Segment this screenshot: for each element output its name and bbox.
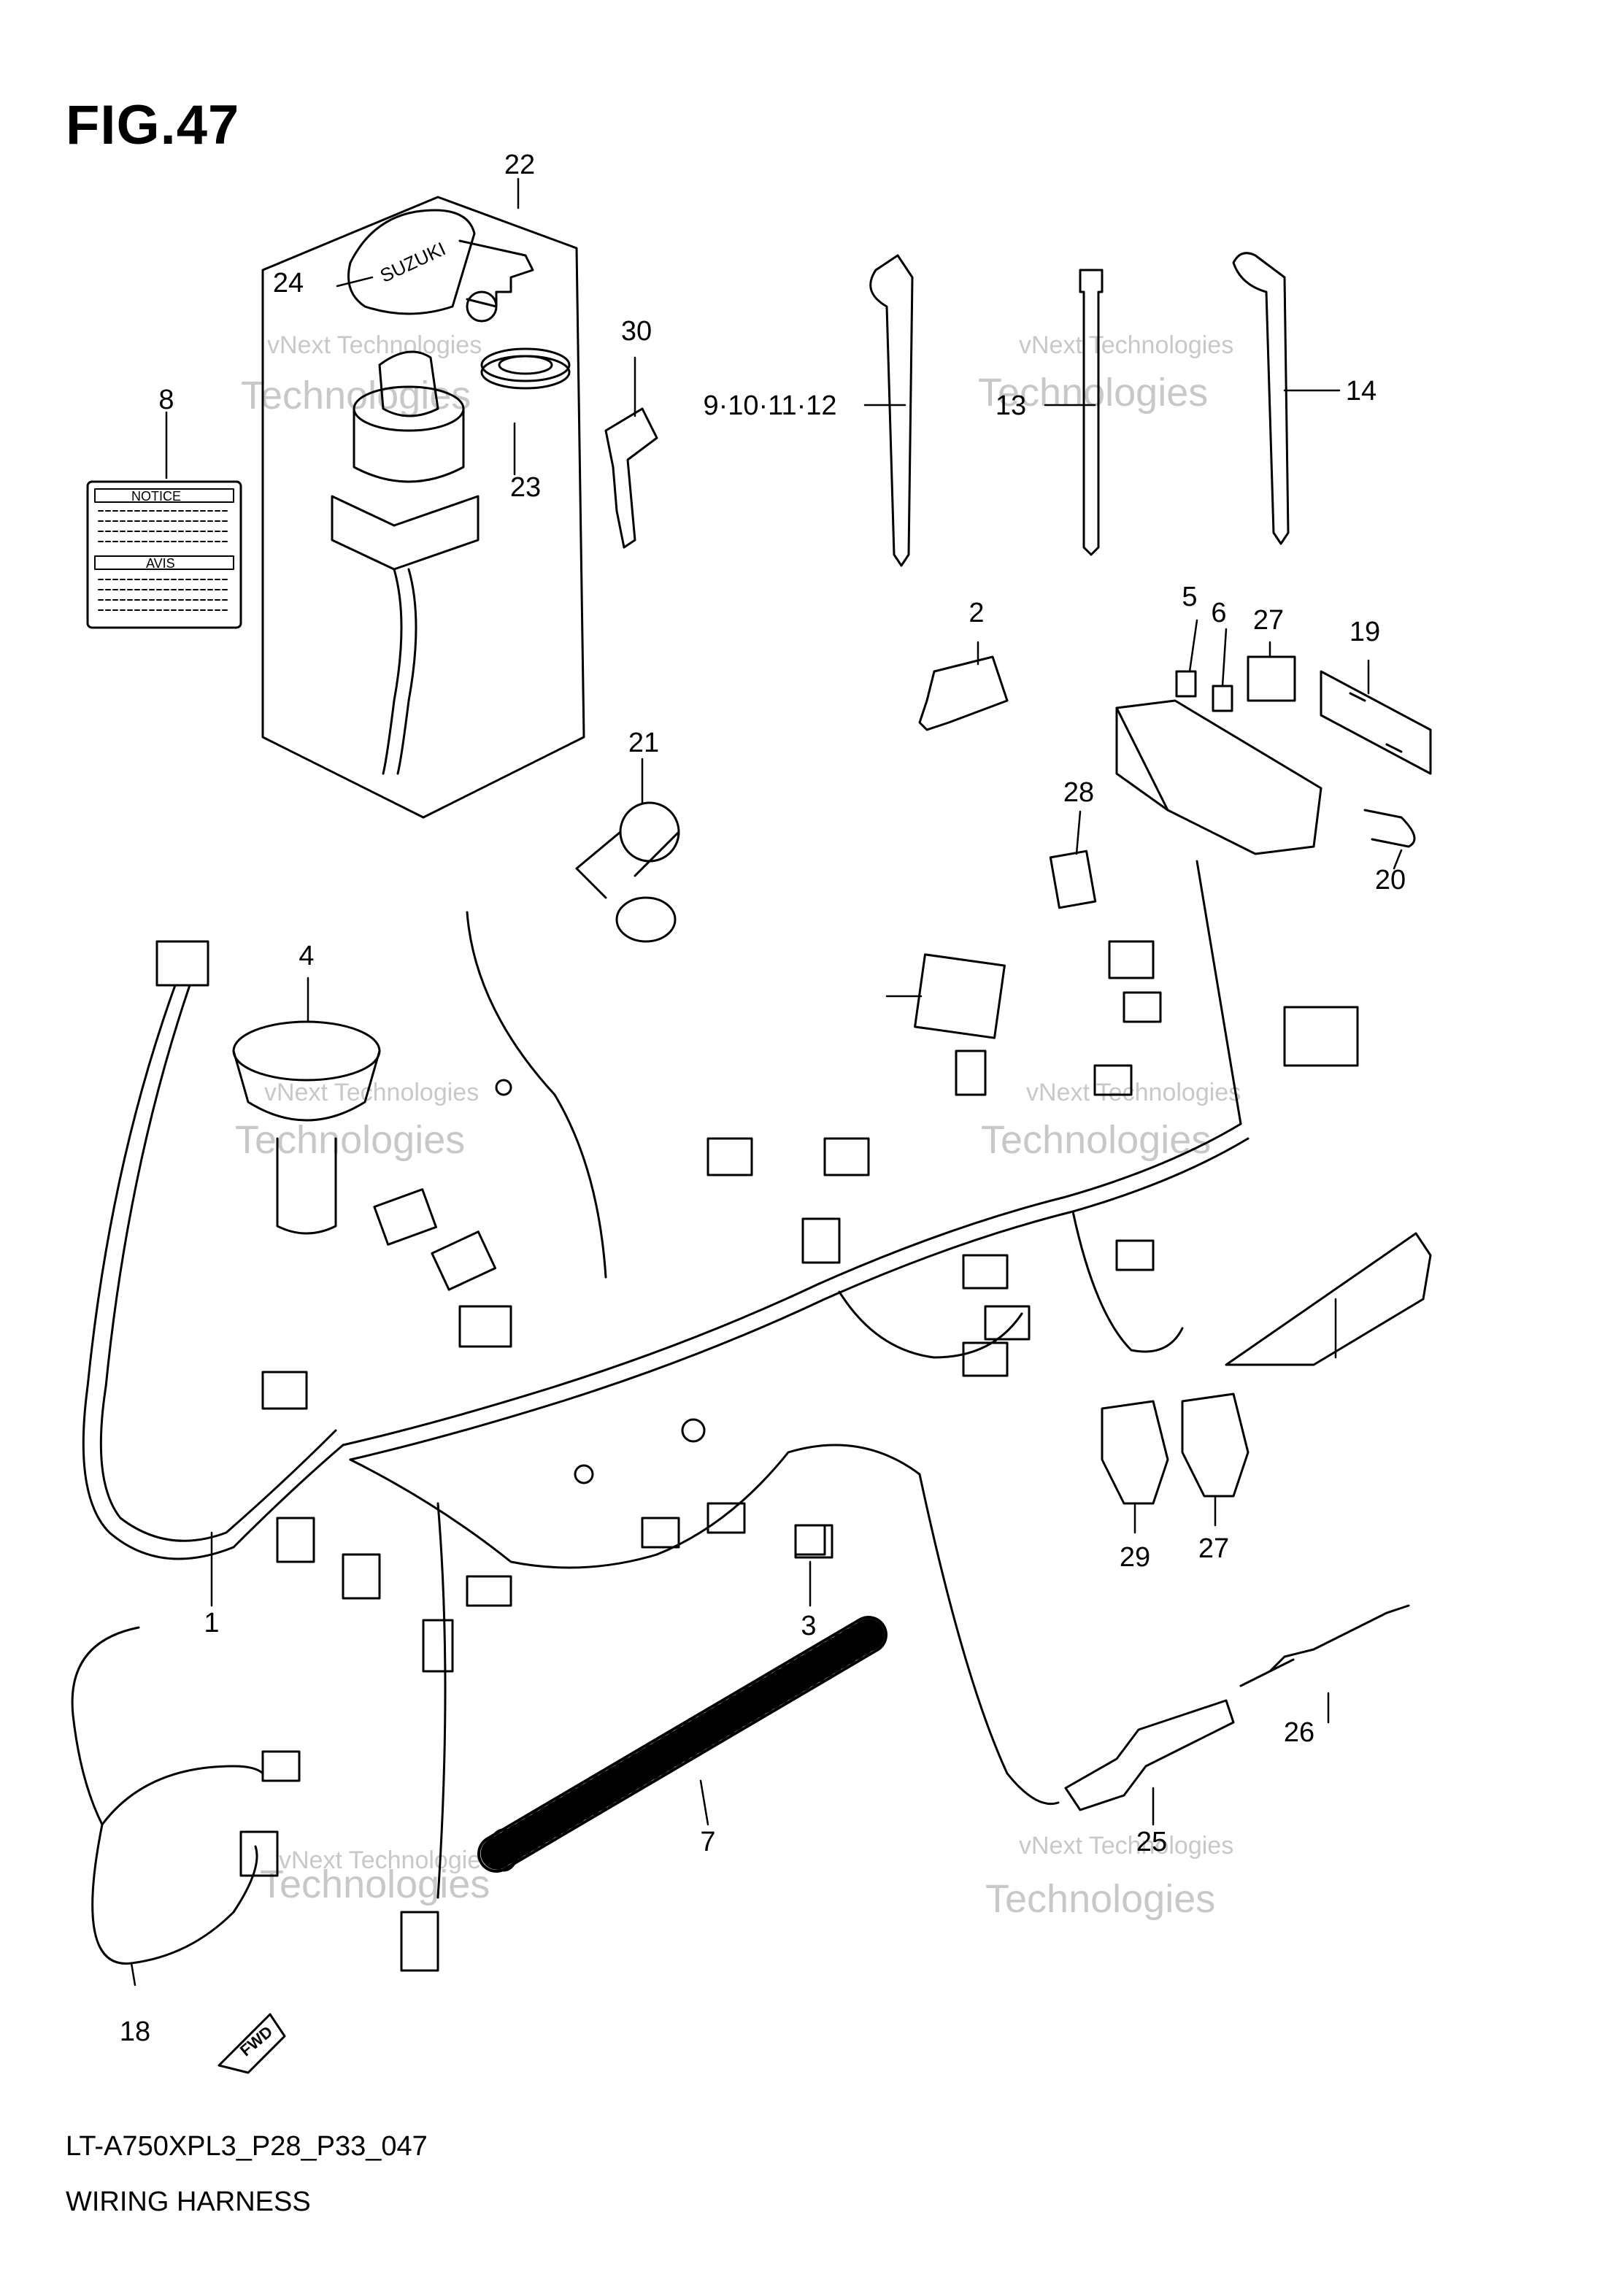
connector-boot xyxy=(918,655,1009,731)
figure-code: LT-A750XPL3_P28_P33_047 xyxy=(66,2131,428,2162)
watermark-11: Technologies xyxy=(260,1862,490,1906)
callout-23: 26 xyxy=(1284,1717,1314,1748)
connector-27 xyxy=(1181,1392,1250,1498)
fwd-arrow: FWD xyxy=(217,2013,286,2074)
callout-17: 20 xyxy=(1375,865,1406,895)
watermark-9: Technologies xyxy=(235,1118,465,1162)
corrugated-tube xyxy=(477,1616,887,1873)
switch-base xyxy=(331,495,480,571)
relay-24 xyxy=(1247,655,1296,702)
sensor-22 xyxy=(1064,1699,1235,1811)
harness-connectors xyxy=(261,940,1359,1673)
callout-21: 24 xyxy=(273,268,304,298)
switch-key-cylinder xyxy=(378,350,439,417)
callout-22: 25 xyxy=(1136,1827,1167,1857)
callout-labels: 22 24 30 8 23 9·10·11·12 13 14 2 5 6 27 … xyxy=(120,150,1406,2047)
bracket-28 xyxy=(1225,1232,1432,1366)
fuse-box-group xyxy=(1115,655,1432,855)
lock-nut xyxy=(480,355,571,390)
callout-6: 6 xyxy=(1211,598,1226,628)
watermark-6: vNext Technologies xyxy=(1019,1832,1233,1860)
bracket-16 xyxy=(1320,670,1432,775)
callout-18: 21 xyxy=(628,728,659,758)
fuse-6 xyxy=(1212,685,1233,712)
connector-26 xyxy=(1101,1400,1169,1505)
callout-26: 29 xyxy=(1120,1542,1150,1573)
figure-title: FIG.47 xyxy=(66,94,240,156)
callout-15: 18 xyxy=(120,2016,150,2047)
main-harness xyxy=(82,860,1250,1899)
watermark-1: vNext Technologies xyxy=(267,331,482,359)
key-ring xyxy=(466,290,498,323)
callout-3: 3 xyxy=(801,1611,816,1641)
ignition-switch-assembly: SUZUKI xyxy=(261,196,585,819)
callout-5: 5 xyxy=(1182,582,1197,612)
cable-tie-14 xyxy=(1232,252,1290,545)
key-brand: SUZUKI xyxy=(377,237,449,286)
watermark-3: vNext Technologies xyxy=(264,1079,479,1106)
fuse-5 xyxy=(1175,670,1197,698)
callout-30: 30 xyxy=(621,316,652,347)
watermark-8: Technologies xyxy=(978,371,1208,415)
spring-23 xyxy=(1239,1604,1410,1687)
watermark-4: vNext Technologies xyxy=(1026,1079,1241,1106)
ignition-key-head xyxy=(347,209,476,315)
callout-7: 7 xyxy=(700,1827,715,1857)
switch-lead-wires xyxy=(382,568,417,775)
caution-label: NOTICE AVIS xyxy=(86,480,242,629)
grommet-4 xyxy=(232,1020,381,1235)
watermark-2: vNext Technologies xyxy=(1019,331,1233,359)
clamp-17 xyxy=(1363,809,1416,848)
watermark-5: vNext Technologies xyxy=(279,1846,493,1874)
callout-1: 1 xyxy=(204,1608,219,1638)
leader-lines xyxy=(130,177,1403,1987)
relay-29 xyxy=(914,953,1006,1039)
figure-name: WIRING HARNESS xyxy=(66,2187,311,2217)
watermark-group: vNext Technologies vNext Technologies vN… xyxy=(235,331,1241,1921)
callout-4: 4 xyxy=(299,941,314,971)
callout-9-12: 9·10·11·12 xyxy=(703,390,836,421)
watermark-10: Technologies xyxy=(981,1118,1211,1162)
callout-24: 27 xyxy=(1253,605,1284,636)
accessory-socket xyxy=(575,801,680,943)
watermark-12: Technologies xyxy=(985,1877,1215,1921)
callout-20: 23 xyxy=(510,472,541,503)
connector-3 xyxy=(794,1524,833,1559)
callout-2: 2 xyxy=(969,598,984,628)
cable-tie-9-12 xyxy=(869,254,914,567)
label-notice: NOTICE xyxy=(131,489,181,504)
callout-13: 13 xyxy=(996,390,1026,421)
spare-key xyxy=(604,407,658,549)
callout-14: 14 xyxy=(1346,376,1376,407)
sub-harness-15 xyxy=(71,1626,258,1965)
fuse-box-body xyxy=(1115,699,1322,855)
switch-body xyxy=(353,407,465,483)
connector-25 xyxy=(1049,850,1097,909)
callout-16: 19 xyxy=(1349,617,1380,647)
callout-8: 8 xyxy=(158,385,174,415)
callout-25: 28 xyxy=(1063,777,1094,808)
assembly-bracket-outline xyxy=(261,196,585,819)
label-avis: AVIS xyxy=(146,556,175,571)
callout-19: 22 xyxy=(504,150,535,180)
callout-27: 27 xyxy=(1198,1533,1229,1564)
cable-tie-13 xyxy=(1079,269,1104,556)
